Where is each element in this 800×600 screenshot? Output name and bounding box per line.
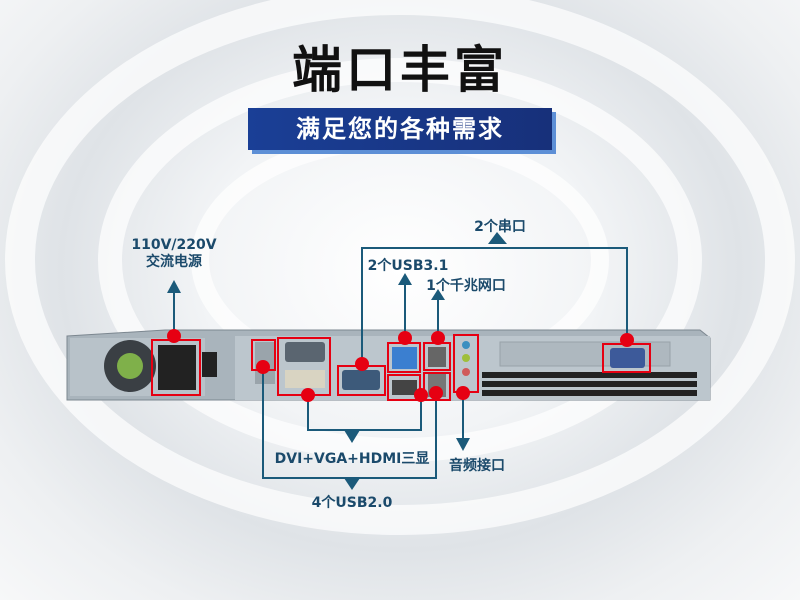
arrow-down-icon — [344, 430, 360, 443]
arrow-up-icon — [398, 273, 412, 285]
arrow-down-icon — [456, 438, 470, 451]
lan-label: 1个千兆网口 — [426, 277, 506, 294]
power-label-voltage: 110V/220V — [131, 237, 216, 253]
arrow-down-icon — [344, 478, 360, 490]
page-title: 端口丰富 — [292, 41, 508, 99]
arrow-up-icon — [488, 232, 507, 244]
display-label: DVI+VGA+HDMI三显 — [275, 451, 430, 467]
arrow-up-icon — [167, 280, 181, 293]
arrow-icons — [167, 232, 507, 490]
arrow-up-icon — [431, 289, 445, 300]
power-switch — [202, 352, 217, 377]
power-label: 交流电源 — [146, 253, 202, 270]
port-markers — [167, 329, 634, 402]
power-socket — [158, 345, 196, 390]
subtitle-banner: 满足您的各种需求 — [248, 108, 552, 150]
audio-label: 音频接口 — [449, 457, 505, 474]
serial-label: 2个串口 — [474, 218, 526, 235]
usb20-label: 4个USB2.0 — [312, 494, 393, 511]
usb31-label: 2个USB3.1 — [368, 257, 449, 274]
